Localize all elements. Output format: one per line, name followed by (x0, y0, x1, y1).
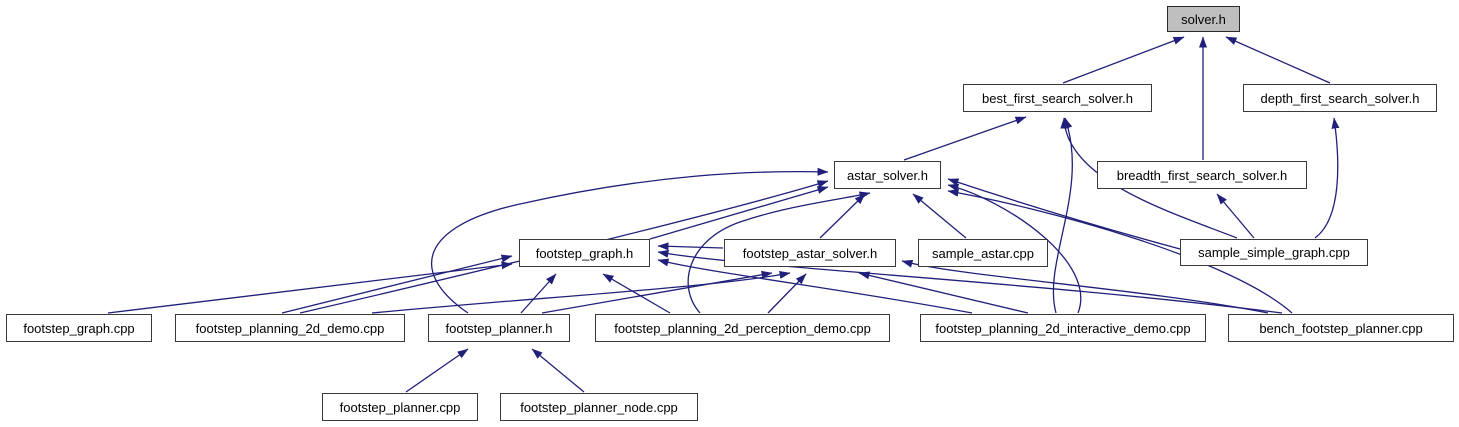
edge-sampleastar-to-astar (912, 193, 967, 239)
edge-fplannernode-to-fplannerh (531, 348, 585, 393)
node-footstep-graph-h[interactable]: footstep_graph.h (519, 239, 650, 267)
node-astar-solver-h[interactable]: astar_solver.h (834, 161, 941, 189)
edge-interactive-to-astar (947, 183, 1082, 314)
edge-best-to-solver (1062, 36, 1185, 84)
edge-bench-to-fastarh (901, 259, 1269, 314)
edge-bench-to-fgraphh (657, 249, 1283, 314)
edge-fplannerh-to-fastarh (541, 270, 773, 314)
edge-samplesimple-to-best (1060, 117, 1238, 239)
node-breadth-first-search-solver-h[interactable]: breadth_first_search_solver.h (1097, 161, 1307, 189)
node-footstep-graph-cpp[interactable]: footstep_graph.cpp (6, 314, 152, 342)
edge-fgraphh-to-astar (649, 186, 829, 240)
node-depth-first-search-solver-h[interactable]: depth_first_search_solver.h (1243, 84, 1437, 112)
node-footstep-planning-2d-demo-cpp[interactable]: footstep_planning_2d_demo.cpp (175, 314, 405, 342)
node-solver-h[interactable]: solver.h (1167, 6, 1240, 32)
edge-bench-to-astar (947, 188, 1293, 314)
node-sample-astar-cpp[interactable]: sample_astar.cpp (918, 239, 1048, 267)
edge-demo2d-to-fastarh (371, 271, 791, 314)
edge-perception-to-astar (687, 191, 871, 314)
node-bench-footstep-planner-cpp[interactable]: bench_footstep_planner.cpp (1228, 314, 1454, 342)
edge-fastarh-to-astar (819, 193, 866, 239)
edge-perception-to-fastarh (767, 273, 807, 314)
node-footstep-planner-node-cpp[interactable]: footstep_planner_node.cpp (500, 393, 698, 421)
edge-depth-to-solver (1225, 36, 1331, 84)
edge-samplesimple-to-breadth (1216, 193, 1255, 239)
edge-demo2d-to-fgraphh (281, 254, 513, 314)
edge-interactive-to-fastarh (858, 271, 1029, 314)
edge-interactive-to-best (1052, 117, 1073, 314)
edge-fplannerh-to-fgraphh (520, 273, 557, 314)
edge-samplesimple-to-depth (1314, 117, 1340, 239)
node-footstep-planner-cpp[interactable]: footstep_planner.cpp (322, 393, 478, 421)
edge-samplesimple-to-astar (947, 178, 1181, 250)
edge-fastarh-to-fgraphh (657, 242, 724, 251)
edge-perception-to-fgraphh (602, 273, 671, 314)
edge-interactive-to-fgraphh (657, 258, 973, 314)
edge-fplannercpp-to-fplannerh (405, 348, 469, 393)
node-footstep-astar-solver-h[interactable]: footstep_astar_solver.h (724, 239, 896, 267)
node-footstep-planning-2d-interactive-demo-cpp[interactable]: footstep_planning_2d_interactive_demo.cp… (920, 314, 1206, 342)
node-footstep-planning-2d-perception-demo-cpp[interactable]: footstep_planning_2d_perception_demo.cpp (595, 314, 890, 342)
node-best-first-search-solver-h[interactable]: best_first_search_solver.h (963, 84, 1152, 112)
edge-astar-to-best (903, 116, 1027, 161)
edge-demo2d-to-astar (299, 180, 829, 314)
dependency-edge-lines (107, 36, 1340, 393)
edge-fplannerh-to-astar (430, 167, 829, 314)
node-sample-simple-graph-cpp[interactable]: sample_simple_graph.cpp (1180, 239, 1368, 266)
node-footstep-planner-h[interactable]: footstep_planner.h (428, 314, 570, 342)
